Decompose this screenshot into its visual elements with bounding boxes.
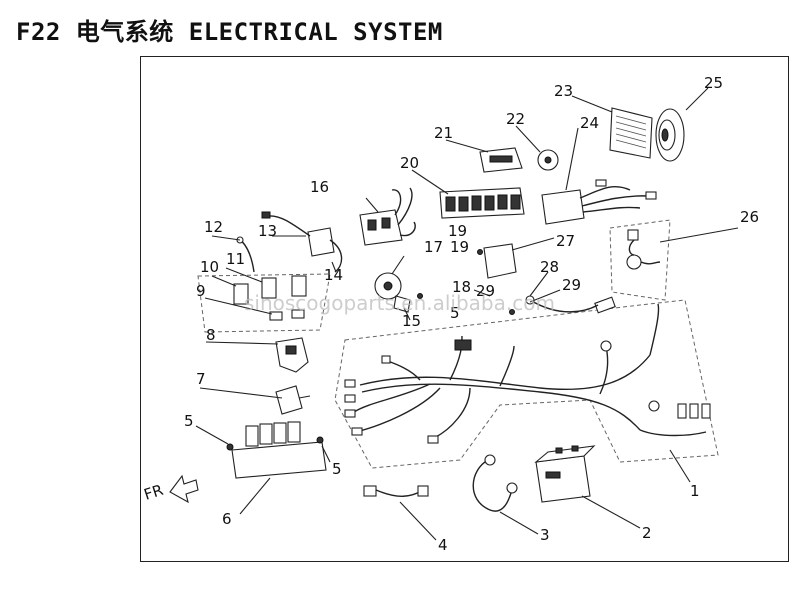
callout-9: 9 bbox=[196, 282, 206, 300]
wiring-harness-group-outline bbox=[334, 299, 719, 469]
callout-18: 18 bbox=[452, 278, 471, 296]
diagram-frame bbox=[140, 56, 789, 562]
callout-29a: 29 bbox=[476, 282, 495, 300]
amplifier-part bbox=[541, 179, 657, 225]
callout-12: 12 bbox=[204, 218, 223, 236]
battery-cable-part bbox=[472, 454, 518, 512]
callout-21: 21 bbox=[434, 124, 453, 142]
callout-19b: 19 bbox=[450, 238, 469, 256]
callout-10: 10 bbox=[200, 258, 219, 276]
indicator-11-part bbox=[261, 275, 307, 299]
watermark: sinoscogoparts.en.alibaba.com bbox=[244, 291, 555, 315]
callout-8: 8 bbox=[206, 326, 216, 344]
wiring-harness-part bbox=[344, 303, 711, 444]
callout-14: 14 bbox=[324, 266, 343, 284]
callout-22: 22 bbox=[506, 110, 525, 128]
cdi-box-part bbox=[477, 243, 517, 279]
callout-3: 3 bbox=[540, 526, 550, 544]
relay-13-part bbox=[261, 211, 343, 273]
callout-6: 6 bbox=[222, 510, 232, 528]
sensor-part bbox=[525, 295, 616, 314]
callout-5b: 5 bbox=[332, 460, 342, 478]
indicator-group-outline bbox=[197, 273, 331, 333]
fuse-box-part bbox=[231, 421, 327, 479]
relay-26-part bbox=[626, 229, 661, 270]
callout-7: 7 bbox=[196, 370, 206, 388]
callout-26: 26 bbox=[740, 208, 759, 226]
callout-27: 27 bbox=[556, 232, 575, 250]
spark-plug-part bbox=[275, 385, 311, 415]
indicator-10-part bbox=[233, 283, 249, 305]
speaker-part bbox=[655, 108, 685, 162]
callout-16: 16 bbox=[310, 178, 329, 196]
display-unit-part bbox=[479, 147, 523, 173]
front-direction-label: FR bbox=[142, 481, 166, 504]
callout-28: 28 bbox=[540, 258, 559, 276]
relay-group-outline bbox=[609, 219, 671, 301]
callout-29b: 29 bbox=[562, 276, 581, 294]
callout-5c: 5 bbox=[450, 304, 460, 322]
front-arrow-icon bbox=[169, 474, 199, 504]
callout-4: 4 bbox=[438, 536, 448, 554]
bulb-part bbox=[269, 309, 305, 321]
leader-lines bbox=[195, 87, 739, 541]
battery-part bbox=[534, 445, 596, 503]
screw-part bbox=[226, 293, 515, 451]
switch-wire-part bbox=[363, 485, 429, 497]
page-title: F22 电气系统 ELECTRICAL SYSTEM bbox=[16, 18, 443, 46]
callout-25: 25 bbox=[704, 74, 723, 92]
callout-17: 17 bbox=[424, 238, 443, 256]
callout-23: 23 bbox=[554, 82, 573, 100]
switch-panel-part bbox=[439, 187, 525, 219]
callout-11: 11 bbox=[226, 250, 245, 268]
callout-2: 2 bbox=[642, 524, 652, 542]
callout-13: 13 bbox=[258, 222, 277, 240]
ecu-part bbox=[359, 187, 416, 246]
speaker-grille-part bbox=[609, 107, 653, 159]
round-sensor-part bbox=[537, 149, 559, 171]
callout-5a: 5 bbox=[184, 412, 194, 430]
callout-1: 1 bbox=[690, 482, 700, 500]
horn-part bbox=[374, 272, 411, 313]
callout-20: 20 bbox=[400, 154, 419, 172]
callout-15: 15 bbox=[402, 312, 421, 330]
ignition-coil-part bbox=[275, 337, 309, 373]
callout-24: 24 bbox=[580, 114, 599, 132]
callout-19a: 19 bbox=[448, 222, 467, 240]
